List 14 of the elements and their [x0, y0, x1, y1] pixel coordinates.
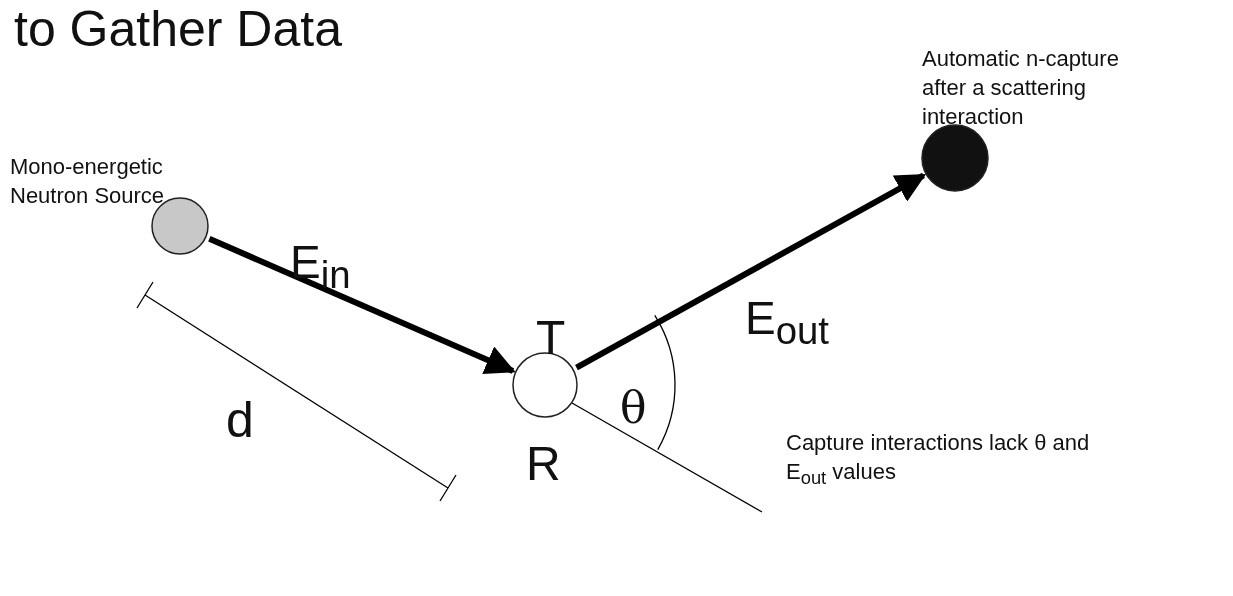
node-caption: Automatic n-capture after a scattering interaction	[922, 45, 1120, 131]
angle-label: θ	[620, 382, 647, 434]
dimension-label: d	[226, 392, 254, 448]
arrow	[575, 172, 927, 371]
edge-label: E$_{in}$	[290, 236, 351, 299]
node-caption: T	[536, 312, 566, 364]
title: to Gather Data	[14, 0, 342, 58]
edge-label: E$_{out}$	[745, 292, 829, 355]
note: Capture interactions lack θ and E$_{out}$ values	[786, 429, 1091, 491]
arrow	[208, 236, 516, 374]
node-caption: R	[526, 438, 561, 490]
node-caption: Mono-energetic Neutron Source	[10, 153, 166, 210]
circle-node	[921, 124, 989, 192]
circle-node	[512, 352, 578, 418]
